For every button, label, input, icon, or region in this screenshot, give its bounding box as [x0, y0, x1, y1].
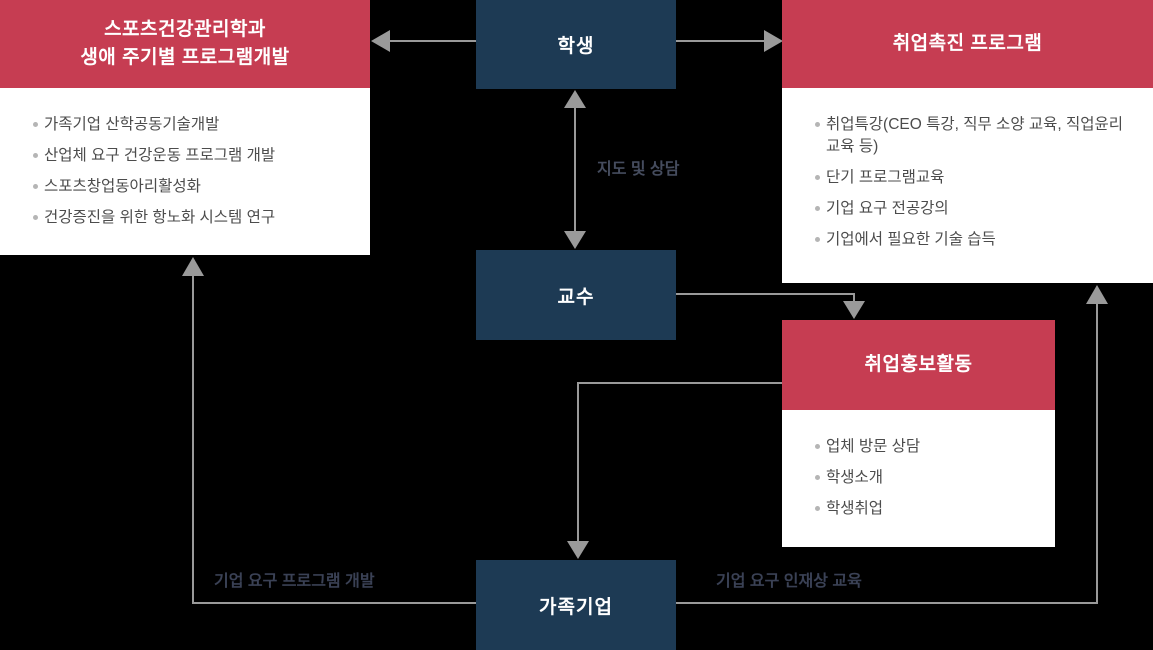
list-item: 스포츠창업동아리활성화 [33, 176, 348, 198]
node-student: 학생 [476, 0, 676, 89]
employment-publicity-list: 업체 방문 상담 학생소개 학생취업 [782, 410, 1055, 520]
arrowhead-into-dept-icon [182, 257, 204, 276]
list-item: 건강증진을 위한 항노화 시스템 연구 [33, 207, 348, 229]
arrowhead-into-promo-icon [1086, 285, 1108, 304]
arrowhead-down-guidance-icon [564, 231, 586, 249]
arrow-professor-to-publicity-line [676, 293, 855, 302]
panel-dept-program: 스포츠건강관리학과 생애 주기별 프로그램개발 가족기업 산학공동기술개발 산업… [0, 0, 370, 255]
dept-program-title-line1: 스포츠건강관리학과 [104, 19, 266, 40]
edge-label-company-talent: 기업 요구 인재상 교육 [716, 573, 862, 590]
dept-program-list: 가족기업 산학공동기술개발 산업체 요구 건강운동 프로그램 개발 스포츠창업동… [0, 88, 370, 229]
node-professor: 교수 [476, 250, 676, 340]
arrowhead-into-family-icon [567, 541, 589, 559]
dept-program-title-line2: 생애 주기별 프로그램개발 [80, 47, 290, 68]
list-item: 기업 요구 전공강의 [815, 198, 1131, 220]
employment-promotion-header: 취업촉진 프로그램 [782, 0, 1153, 88]
list-item: 업체 방문 상담 [815, 436, 1033, 458]
employment-promotion-body: 취업특강(CEO 특강, 직무 소양 교육, 직업윤리교육 등) 단기 프로그램… [782, 88, 1153, 283]
arrowhead-right-icon [764, 30, 783, 52]
employment-promotion-list: 취업특강(CEO 특강, 직무 소양 교육, 직업윤리교육 등) 단기 프로그램… [782, 88, 1153, 251]
arrowhead-up-guidance-icon [564, 90, 586, 108]
arrowhead-into-publicity-icon [843, 301, 865, 319]
list-item: 단기 프로그램교육 [815, 167, 1131, 189]
arrow-publicity-to-family-line [577, 382, 782, 542]
arrow-family-to-promo-line [676, 304, 1098, 604]
list-item: 학생취업 [815, 498, 1033, 520]
edge-label-company-program: 기업 요구 프로그램 개발 [214, 573, 375, 590]
dept-program-body: 가족기업 산학공동기술개발 산업체 요구 건강운동 프로그램 개발 스포츠창업동… [0, 88, 370, 255]
employment-publicity-title: 취업홍보활동 [864, 354, 973, 375]
list-item: 가족기업 산학공동기술개발 [33, 114, 348, 136]
list-item: 기업에서 필요한 기술 습득 [815, 229, 1131, 251]
edge-label-guidance: 지도 및 상담 [597, 161, 680, 178]
panel-employment-promotion: 취업촉진 프로그램 취업특강(CEO 특강, 직무 소양 교육, 직업윤리교육 … [782, 0, 1153, 283]
dept-program-header: 스포츠건강관리학과 생애 주기별 프로그램개발 [0, 0, 370, 88]
employment-publicity-body: 업체 방문 상담 학생소개 학생취업 [782, 410, 1055, 547]
arrow-family-to-dept-line [192, 276, 477, 604]
employment-publicity-header: 취업홍보활동 [782, 320, 1055, 410]
node-family-company: 가족기업 [476, 560, 676, 650]
list-item: 산업체 요구 건강운동 프로그램 개발 [33, 145, 348, 167]
list-item: 학생소개 [815, 467, 1033, 489]
panel-employment-publicity: 취업홍보활동 업체 방문 상담 학생소개 학생취업 [782, 320, 1055, 547]
arrowhead-left-icon [371, 30, 390, 52]
list-item: 취업특강(CEO 특강, 직무 소양 교육, 직업윤리교육 등) [815, 114, 1131, 158]
employment-promotion-title: 취업촉진 프로그램 [892, 33, 1043, 54]
